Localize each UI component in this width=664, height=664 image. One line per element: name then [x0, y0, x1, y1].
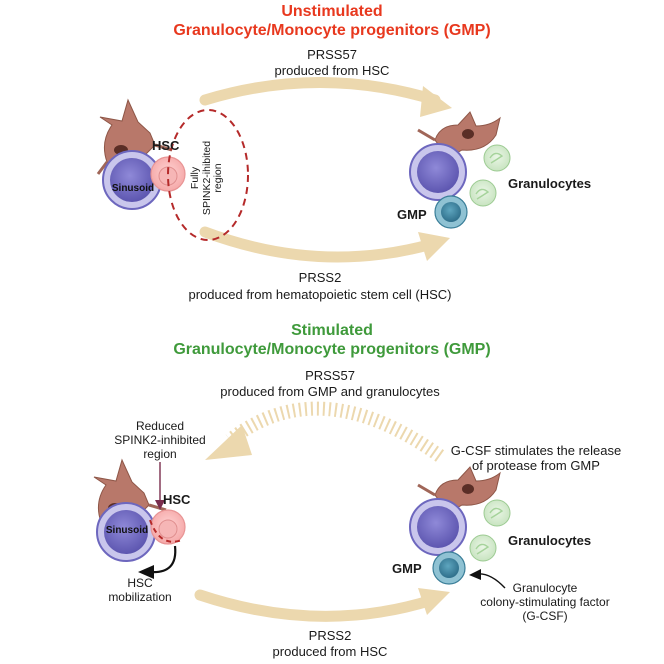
stim-prss2-source: produced from HSC — [272, 644, 388, 659]
prss2-arrow-bottom — [194, 588, 450, 622]
granulocyte-bottom-2 — [469, 534, 497, 562]
spink2-region-reduced — [149, 519, 183, 543]
unstim-gmp-label: GMP — [397, 207, 427, 222]
prss2-arrow-top — [199, 226, 450, 263]
stim-gcsf-note: G-CSF stimulates the release of protease… — [450, 443, 622, 473]
unstim-prss2-label: PRSS2 — [298, 270, 342, 285]
unstim-prss57-source: produced from HSC — [274, 63, 390, 78]
unstim-sinusoid-label: Sinusoid — [111, 183, 155, 194]
unstim-title-line2: Granulocyte/Monocyte progenitors (GMP) — [173, 22, 491, 39]
unstim-title-line1: Unstimulated — [281, 3, 383, 20]
granulocyte-bottom-1 — [483, 499, 511, 527]
unstim-granulocytes-label: Granulocytes — [508, 176, 592, 191]
sinusoid-bottom-right — [409, 498, 467, 556]
gcsf-arrow — [469, 569, 506, 589]
spink2-region-full — [167, 109, 249, 241]
unstim-prss57-label: PRSS57 — [307, 47, 357, 62]
unstim-prss2-source: produced from hematopoietic stem cell (H… — [188, 287, 452, 302]
stim-gmp-label: GMP — [392, 561, 422, 576]
granulocyte-top-1 — [483, 144, 511, 172]
prss57-arrow-top — [199, 77, 452, 117]
stim-granulocytes-label: Granulocytes — [508, 533, 592, 548]
stim-prss2-label: PRSS2 — [308, 628, 352, 643]
stim-sinusoid-label: Sinusoid — [105, 525, 149, 536]
mobilization-arrow — [138, 545, 177, 579]
sinusoid-top-right — [409, 143, 467, 201]
granulocyte-top-2 — [469, 179, 497, 207]
stim-gcsf-label: Granulocyte colony-stimulating factor (G… — [480, 581, 610, 623]
stim-prss57-label: PRSS57 — [305, 368, 355, 383]
reduced-region-pointer — [155, 462, 165, 510]
stim-mobilization-label: HSC mobilization — [108, 576, 172, 604]
prss57-arrow-bottom — [205, 401, 445, 462]
stim-prss57-source: produced from GMP and granulocytes — [220, 384, 440, 399]
gmp-cell-bottom — [432, 551, 466, 585]
hsc-cell-bottom — [150, 509, 186, 545]
unstim-hsc-label: HSC — [152, 138, 180, 153]
stim-reduced-region-label: Reduced SPINK2-inhibited region — [114, 419, 206, 461]
unstim-spink2-region-label: Fully SPINK2-ihibited region — [189, 140, 225, 216]
stim-title-line1: Stimulated — [291, 322, 373, 339]
gmp-cell-top — [434, 195, 468, 229]
stim-title-line2: Granulocyte/Monocyte progenitors (GMP) — [173, 341, 491, 358]
stim-hsc-label: HSC — [163, 492, 191, 507]
